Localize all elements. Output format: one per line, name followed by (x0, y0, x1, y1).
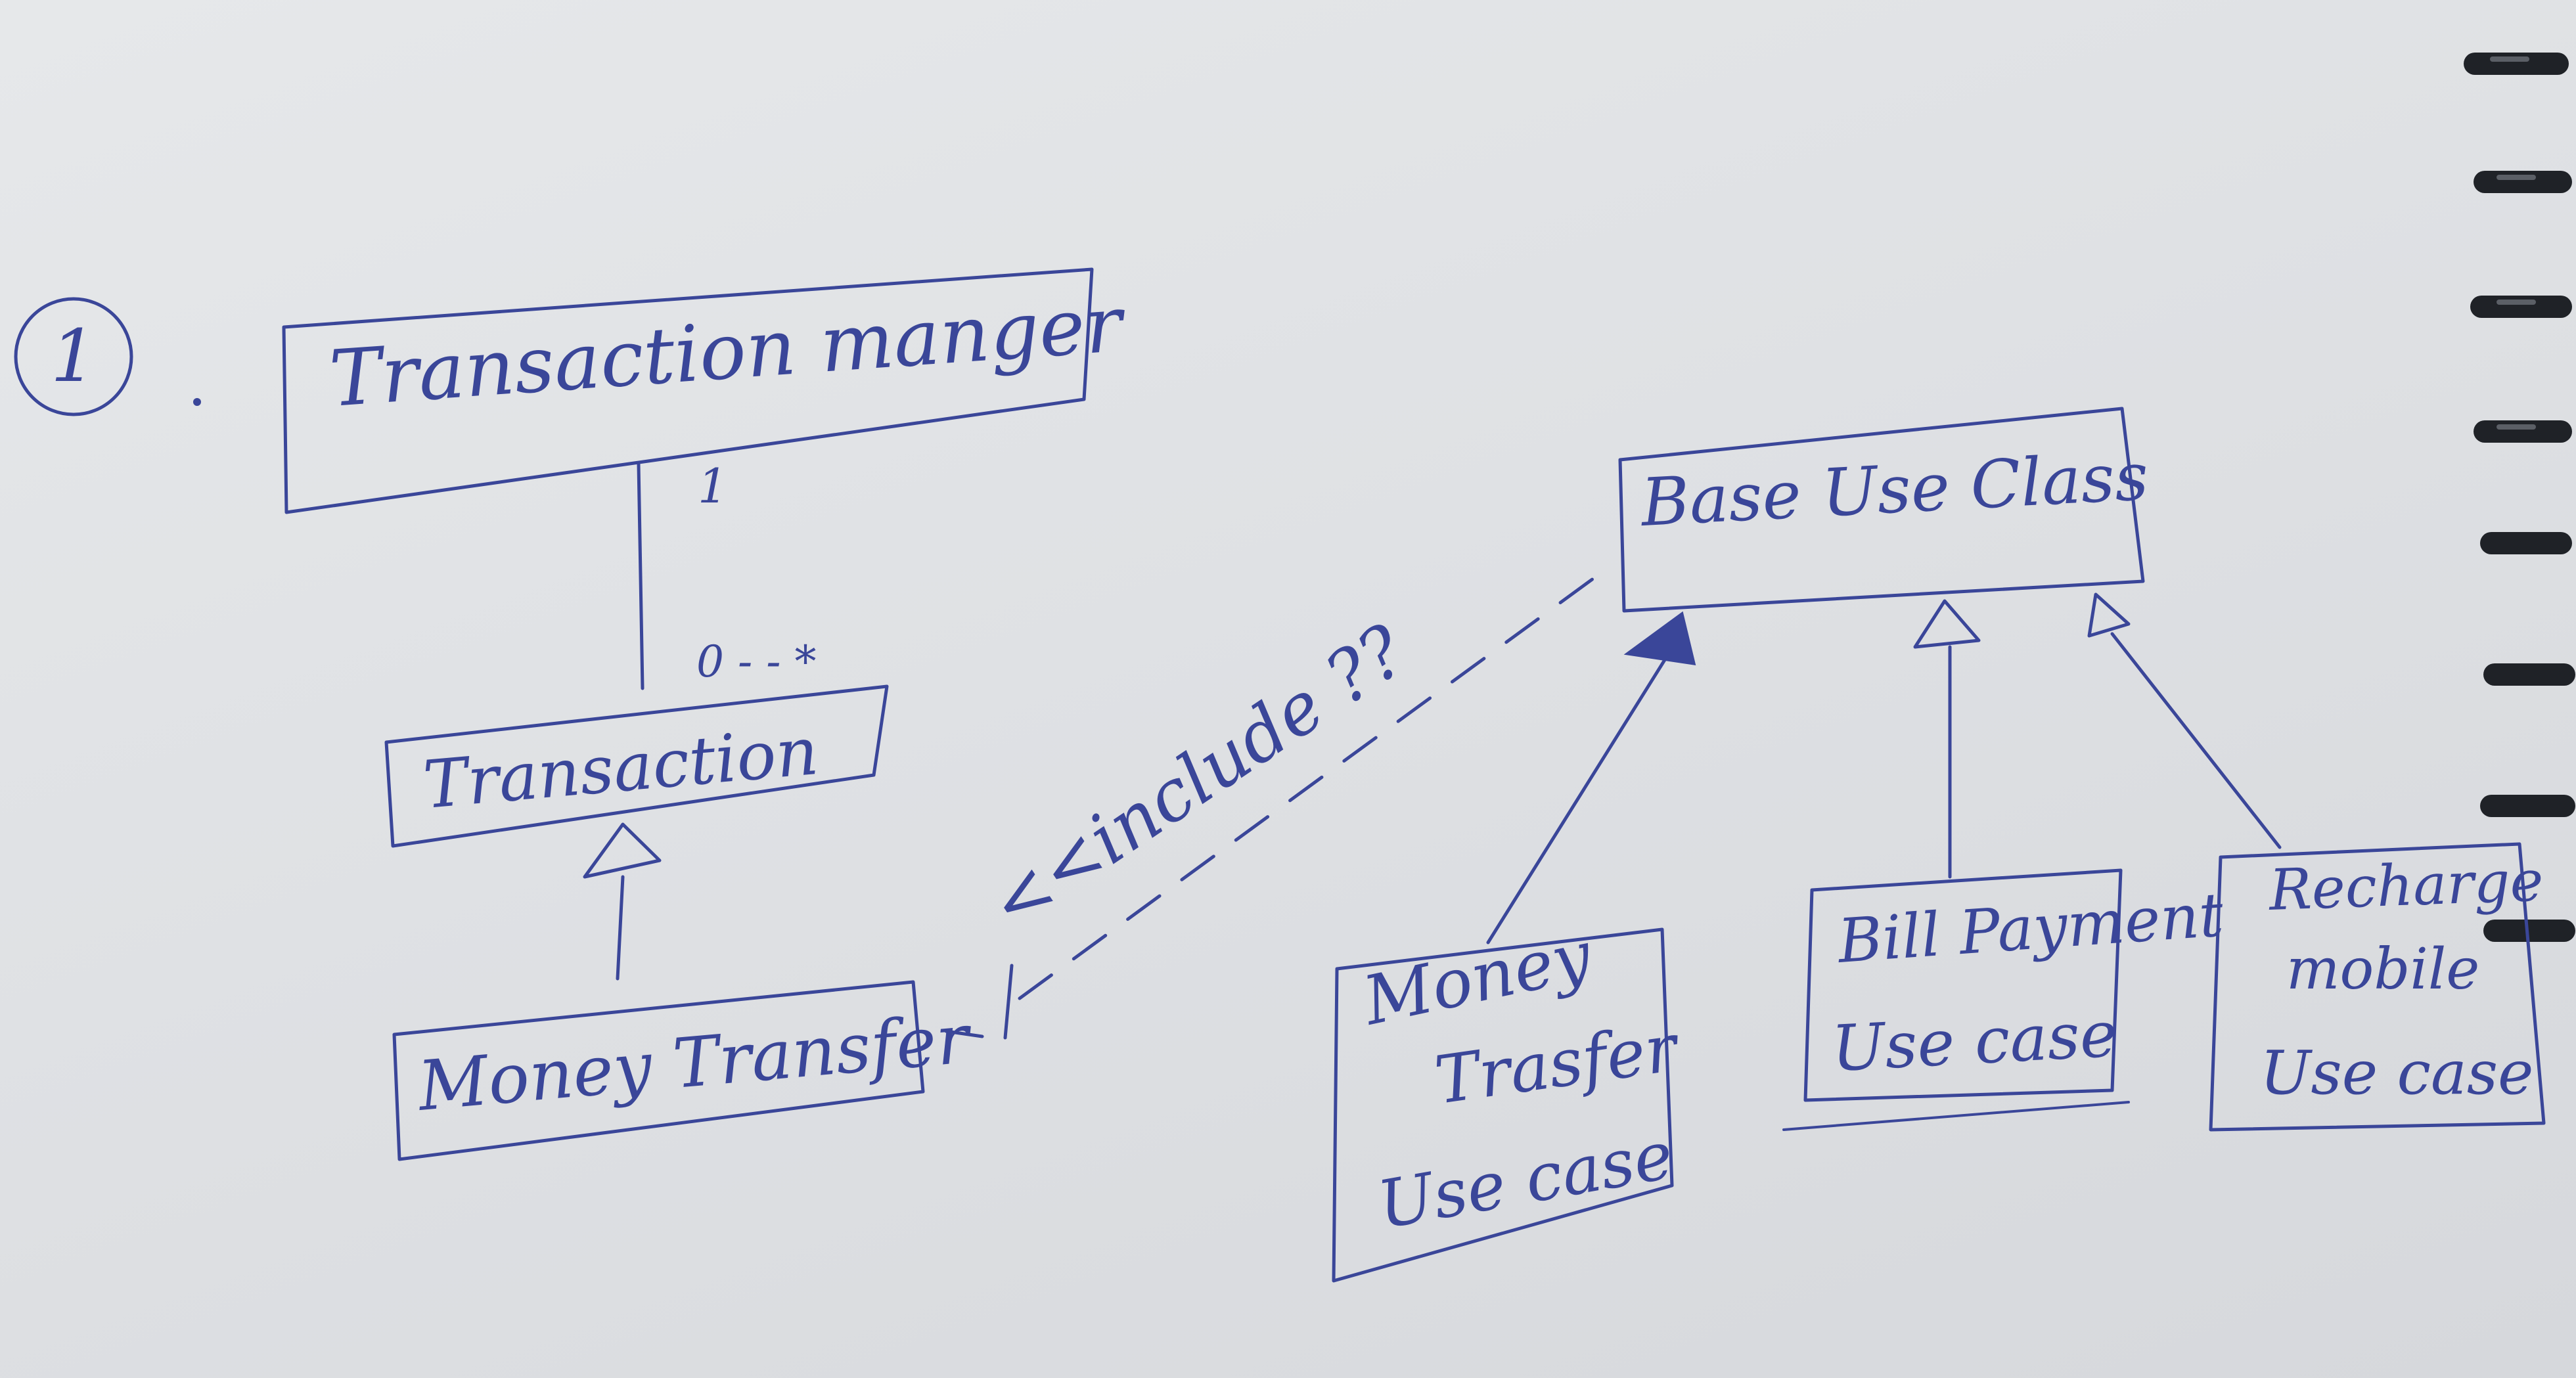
bill-payment-uc-line2: Use case (1830, 997, 2119, 1086)
transaction-label: Transaction (420, 713, 821, 824)
multiplicity-one: 1 (698, 458, 728, 514)
include-stereotype: <<include ?? (976, 610, 1421, 947)
multiplicity-many: 0 - - * (696, 636, 817, 687)
item-number: 1 (14, 297, 201, 416)
money-transfer-uc-line3: Use case (1372, 1117, 1679, 1244)
recharge-uc-line2: mobile (2286, 937, 2479, 1002)
item-number-text: 1 (51, 314, 97, 398)
money-transfer-label: Money Transfer (414, 998, 976, 1126)
transaction-class: Transaction (384, 684, 889, 848)
number-circle (14, 297, 133, 416)
recharge-uc-line3: Use case (2260, 1038, 2533, 1108)
bill-payment-use-case: Bill Payment Use case (1782, 868, 2226, 1131)
recharge-uc-line1: Recharge (2267, 848, 2544, 923)
bill-payment-uc-line1: Bill Payment (1834, 879, 2226, 977)
money-transfer-uc-line1: Money (1356, 916, 1599, 1041)
transaction-manager-label: Transaction manger (327, 278, 1129, 424)
inheritance-arrows (1486, 592, 2282, 945)
recharge-mobile-use-case: Recharge mobile Use case (2209, 842, 2546, 1132)
association: 1 0 - - * (637, 458, 817, 690)
money-transfer-uc-line2: Trasfer (1430, 1009, 1684, 1119)
money-transfer-class: Money Transfer (392, 980, 976, 1161)
generalization-arrow (583, 822, 662, 981)
base-use-class-label: Base Use Class (1638, 438, 2150, 541)
money-transfer-use-case: Money Trasfer Use case (1332, 916, 1684, 1283)
base-use-class: Base Use Class (1618, 407, 2150, 613)
spiral-binding (2464, 53, 2575, 942)
